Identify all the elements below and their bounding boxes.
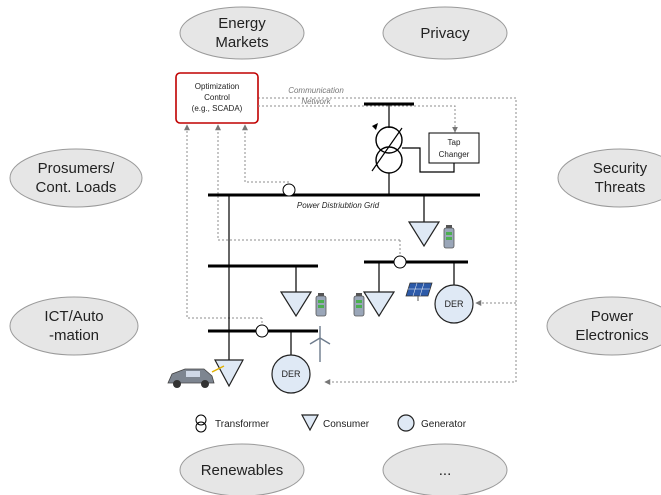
communication-label-line1: Communication (288, 86, 344, 95)
tap-changer-link (402, 147, 455, 173)
topic-ict-line1: ICT/Auto (44, 308, 103, 325)
tap-changer-box: Tap Changer (428, 132, 480, 164)
wind-turbine-icon (309, 326, 331, 362)
consumer-middle-left (279, 291, 313, 318)
main-transformer (371, 123, 403, 174)
consumer-lower (213, 359, 245, 388)
comm-link-right-feeder (215, 124, 400, 241)
control-line1: Optimization (195, 82, 239, 91)
topic-prosumers: Prosumers/ Cont. Loads (9, 148, 143, 208)
consumer-right (362, 291, 396, 318)
comm-link-main (242, 124, 289, 183)
battery-icon (443, 225, 455, 249)
optimization-control-box: Optimization Control (e.g., SCADA) (175, 72, 259, 124)
solar-panel-icon (405, 282, 433, 301)
legend-consumer-icon (301, 414, 319, 432)
topic-ict-line2: -mation (49, 327, 99, 344)
topic-prosumers-line1: Prosumers/ (38, 160, 116, 177)
topic-renewables: Renewables (179, 443, 305, 495)
main-bus-sensor (282, 183, 296, 197)
legend-generator-label: Generator (421, 419, 467, 430)
legend-consumer-label: Consumer (323, 419, 370, 430)
legend-generator-icon (397, 414, 415, 432)
tap-changer-line1: Tap (448, 138, 461, 147)
der-generator-bottom: DER (271, 354, 311, 394)
der-bottom-label: DER (281, 369, 301, 379)
grid-label: Power Distriubtion Grid (297, 201, 380, 210)
battery-icon (353, 293, 365, 317)
legend-transformer-icon (195, 414, 207, 433)
topic-privacy-label: Privacy (420, 25, 470, 42)
topic-privacy: Privacy (382, 6, 508, 60)
electric-car-icon (167, 365, 225, 388)
right-bus-sensor (393, 255, 407, 269)
topic-more: ... (382, 443, 508, 495)
consumer-main (407, 221, 441, 248)
control-line2: Control (204, 93, 230, 102)
topic-more-label: ... (439, 462, 452, 479)
topic-energy-markets: Energy Markets (179, 6, 305, 60)
lower-bus-sensor (255, 324, 269, 338)
topic-security-line2: Threats (595, 179, 646, 196)
communication-frame (258, 97, 517, 385)
der-generator-top: DER (434, 284, 474, 324)
legend-transformer-label: Transformer (215, 419, 270, 430)
topic-renewables-label: Renewables (201, 462, 284, 479)
der-top-label: DER (444, 299, 464, 309)
comm-link-tap (258, 105, 458, 133)
topic-power-electronics: Power Electronics (546, 296, 661, 356)
battery-icon (315, 293, 327, 317)
topic-prosumers-line2: Cont. Loads (36, 179, 117, 196)
topic-energy-markets-line1: Energy (218, 15, 266, 32)
control-line3: (e.g., SCADA) (192, 104, 243, 113)
comm-link-lower (184, 124, 262, 319)
legend: Transformer Consumer Generator (195, 414, 467, 433)
topic-security: Security Threats (557, 148, 661, 208)
topic-security-line1: Security (593, 160, 648, 177)
topic-power-electronics-line1: Power (591, 308, 634, 325)
topic-energy-markets-line2: Markets (215, 34, 268, 51)
topic-power-electronics-line2: Electronics (575, 327, 648, 344)
topic-ict: ICT/Auto -mation (9, 296, 139, 356)
communication-label-line2: Network (301, 97, 331, 106)
tap-changer-line2: Changer (439, 150, 470, 159)
